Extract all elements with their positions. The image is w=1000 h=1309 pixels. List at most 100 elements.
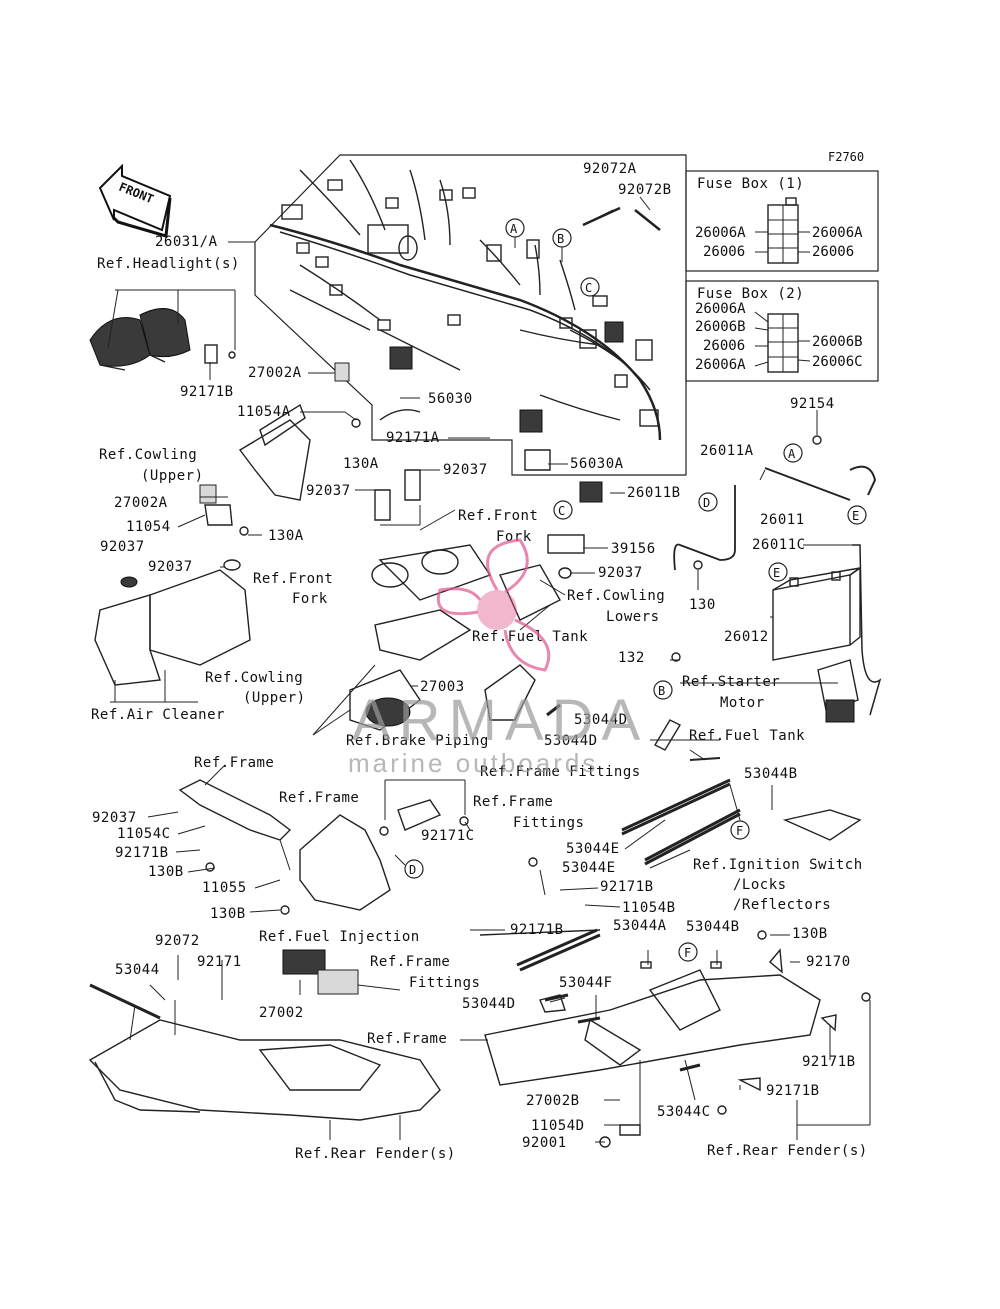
label-27002B: 27002B xyxy=(526,1093,580,1109)
label-92171A: 92171A xyxy=(386,430,440,446)
label-ref-cowling-upper-a: Ref.Cowling xyxy=(99,447,197,463)
label-92171B-e: 92171B xyxy=(802,1054,856,1070)
svg-text:E: E xyxy=(773,566,780,580)
label-11054B: 11054B xyxy=(622,900,676,916)
rear-fender-drawing xyxy=(88,949,441,1121)
label-53044D-a: 53044D xyxy=(574,712,628,728)
harness-outline xyxy=(254,154,687,476)
fuse-box-1-right-0: 26006A xyxy=(812,225,863,241)
label-92072A: 92072A xyxy=(583,161,637,177)
label-11055: 11055 xyxy=(202,880,247,896)
headlight-drawing xyxy=(89,308,236,371)
label-53044E-a: 53044E xyxy=(566,841,620,857)
label-ref-frame-fittings-c: Ref.Frame xyxy=(370,954,450,970)
label-26011: 26011 xyxy=(760,512,805,528)
label-ref-frame-a: Ref.Frame xyxy=(194,755,274,771)
callout-F-frame: F xyxy=(678,942,698,962)
callout-F-rails: F xyxy=(730,820,750,840)
svg-text:E: E xyxy=(852,509,859,523)
cowling-bracket-drawing xyxy=(199,362,361,536)
callout-A-battery: A xyxy=(783,443,803,463)
label-27002A-a: 27002A xyxy=(248,365,302,381)
label-ref-air-cleaner: Ref.Air Cleaner xyxy=(91,707,225,723)
label-ref-front-fork-a2: Fork xyxy=(292,591,328,607)
label-ref-starter-motor2: Motor xyxy=(720,695,765,711)
label-92171: 92171 xyxy=(197,954,242,970)
label-ref-ignition2: /Locks xyxy=(733,877,787,893)
air-cleaner-drawing xyxy=(94,559,251,686)
label-ref-frame-fittings-c2: Fittings xyxy=(409,975,480,991)
label-ref-frame-fittings-a: Ref.Frame Fittings xyxy=(480,764,641,780)
label-ref-ignition3: /Reflectors xyxy=(733,897,831,913)
svg-text:B: B xyxy=(658,684,665,698)
label-11054: 11054 xyxy=(126,519,171,535)
relay-drawing xyxy=(547,481,603,554)
label-ref-fuel-tank-b: Ref.Fuel Tank xyxy=(689,728,805,744)
label-ref-frame-c: Ref.Frame xyxy=(367,1031,447,1047)
label-26011A: 26011A xyxy=(700,443,754,459)
label-ref-fuel-injection: Ref.Fuel Injection xyxy=(259,929,420,945)
label-130B-b: 130B xyxy=(210,906,246,922)
fuse-box-1-right-1: 26006 xyxy=(812,244,854,260)
label-92171B-d: 92171B xyxy=(510,922,564,938)
label-53044E-b: 53044E xyxy=(562,860,616,876)
svg-text:C: C xyxy=(558,504,565,518)
label-92037-a: 92037 xyxy=(100,539,145,555)
main-frame-drawing xyxy=(479,928,821,1136)
fuse-box-2-left-2: 26006 xyxy=(703,338,745,354)
label-92170: 92170 xyxy=(806,954,851,970)
frame-fittings-drawing xyxy=(621,757,862,866)
label-ref-frame-fittings-b: Ref.Frame xyxy=(473,794,553,810)
label-132: 132 xyxy=(618,650,645,666)
fuse-box-2-frame xyxy=(685,280,879,382)
label-11054D: 11054D xyxy=(531,1118,585,1134)
label-ref-cowling-upper-b: Ref.Cowling xyxy=(205,670,303,686)
svg-text:D: D xyxy=(703,496,710,510)
label-ref-front-fork-b: Ref.Front xyxy=(458,508,538,524)
label-53044: 53044 xyxy=(115,962,160,978)
fuse-box-1-left-0: 26006A xyxy=(695,225,746,241)
label-27003: 27003 xyxy=(420,679,465,695)
callout-E-battery: E xyxy=(768,562,788,582)
label-92037-e: 92037 xyxy=(598,565,643,581)
label-11054A: 11054A xyxy=(237,404,291,420)
svg-text:F: F xyxy=(684,946,691,960)
fuse-box-1-title: Fuse Box (1) xyxy=(697,176,804,192)
label-56030A: 56030A xyxy=(570,456,624,472)
svg-text:C: C xyxy=(585,281,592,295)
label-53044D-b: 53044D xyxy=(544,733,598,749)
label-92171B-a: 92171B xyxy=(180,384,234,400)
label-92072B: 92072B xyxy=(618,182,672,198)
watermark-propeller-icon xyxy=(436,538,551,672)
label-ref-brake-piping: Ref.Brake Piping xyxy=(346,733,489,749)
svg-text:D: D xyxy=(409,863,416,877)
svg-text:A: A xyxy=(788,447,796,461)
callout-C-relay: C xyxy=(553,500,573,520)
label-ref-frame-fittings-b2: Fittings xyxy=(513,815,584,831)
starter-relay-drawing xyxy=(817,659,859,723)
label-26011C: 26011C xyxy=(752,537,806,553)
label-130B-c: 130B xyxy=(792,926,828,942)
label-27002A-b: 27002A xyxy=(114,495,168,511)
label-130A-a: 130A xyxy=(343,456,379,472)
diagram-id: F2760 xyxy=(828,150,864,164)
svg-text:A: A xyxy=(510,222,518,236)
label-ref-starter-motor: Ref.Starter xyxy=(682,674,780,690)
label-92171B-b: 92171B xyxy=(115,845,169,861)
callout-E-cable: E xyxy=(847,505,867,525)
label-92171C: 92171C xyxy=(421,828,475,844)
label-27002: 27002 xyxy=(259,1005,304,1021)
label-53044D-c: 53044D xyxy=(462,996,516,1012)
fuse-box-2-title: Fuse Box (2) xyxy=(697,286,804,302)
label-26011B: 26011B xyxy=(627,485,681,501)
callout-A-harness: A xyxy=(505,218,525,248)
label-53044A: 53044A xyxy=(613,918,667,934)
label-92171B-f: 92171B xyxy=(766,1083,820,1099)
fuse-box-1-frame xyxy=(685,170,879,272)
watermark: ARMADA marine outboards xyxy=(348,538,640,778)
label-ref-ignition: Ref.Ignition Switch xyxy=(693,857,863,873)
fuse-box-1-body xyxy=(767,197,799,264)
label-26012: 26012 xyxy=(724,629,769,645)
hardware-marks xyxy=(205,409,871,1148)
